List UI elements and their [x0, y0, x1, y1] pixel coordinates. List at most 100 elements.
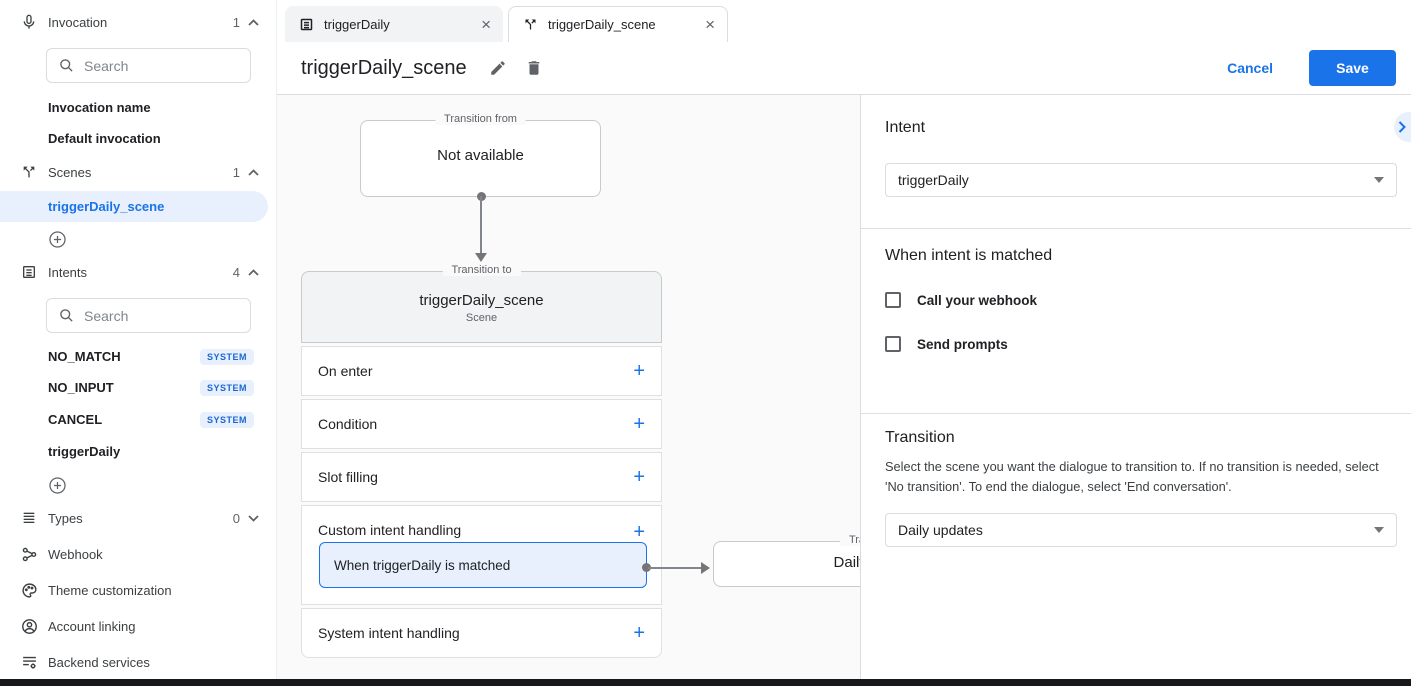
- sidebar-item-account-linking[interactable]: Account linking: [0, 608, 276, 644]
- sidebar-item-theme-customization[interactable]: Theme customization: [0, 572, 276, 608]
- intent-handler-chip-selected[interactable]: When triggerDaily is matched: [319, 542, 647, 588]
- page-header: triggerDaily_scene Cancel Save: [277, 42, 1411, 94]
- intent-select-value: triggerDaily: [898, 172, 969, 188]
- close-icon[interactable]: ×: [705, 15, 715, 34]
- connector-dot: [642, 563, 651, 572]
- chevron-up-icon[interactable]: [248, 268, 259, 276]
- sidebar-item-webhook[interactable]: Webhook: [0, 536, 276, 572]
- chevron-down-icon[interactable]: [248, 514, 259, 522]
- sidebar-section-types[interactable]: Types 0: [0, 500, 276, 536]
- scene-diagram-canvas[interactable]: Transition from Not available Transition…: [277, 95, 860, 679]
- search-placeholder: Search: [84, 57, 129, 74]
- connector-line-vertical: [480, 196, 482, 254]
- scene-card-subtitle: Scene: [465, 312, 498, 324]
- search-icon: [59, 308, 74, 323]
- delete-trash-icon[interactable]: [525, 59, 543, 77]
- add-condition-button[interactable]: +: [633, 413, 645, 435]
- intent-heading: Intent: [885, 119, 926, 136]
- sidebar-item-backend-services[interactable]: Backend services: [0, 644, 276, 680]
- row-label: Custom intent handling: [318, 522, 462, 538]
- sidebar-item-triggerdaily-intent[interactable]: triggerDaily: [0, 436, 276, 467]
- sidebar-item-triggerdaily-scene-selected[interactable]: triggerDaily_scene: [0, 191, 268, 222]
- item-label: Account linking: [48, 618, 136, 634]
- invocation-search-input[interactable]: Search: [46, 48, 251, 83]
- add-custom-intent-button[interactable]: +: [633, 521, 645, 543]
- sidebar-item-invocation-name[interactable]: Invocation name: [0, 92, 276, 123]
- section-count: 1: [232, 14, 240, 30]
- cancel-button[interactable]: Cancel: [1227, 60, 1273, 76]
- scene-row-slot-filling[interactable]: Slot filling +: [301, 452, 662, 502]
- item-label: CANCEL: [48, 412, 103, 427]
- item-label: Default invocation: [48, 131, 161, 146]
- scene-row-custom-intent-handling[interactable]: Custom intent handling + When triggerDai…: [301, 505, 662, 605]
- window-bottom-edge: [0, 679, 1411, 686]
- checkbox-unchecked-icon[interactable]: [885, 292, 901, 308]
- content-header: triggerDaily × triggerDaily_scene × trig…: [277, 0, 1411, 95]
- sidebar-item-no-input[interactable]: NO_INPUT SYSTEM: [0, 372, 276, 403]
- intents-search-input[interactable]: Search: [46, 298, 251, 333]
- item-label: triggerDaily_scene: [48, 199, 165, 214]
- palette-icon: [19, 580, 39, 600]
- chip-label: When triggerDaily is matched: [334, 557, 511, 573]
- row-label: Slot filling: [318, 469, 378, 485]
- transition-target-box: Transition to Daily updates: [713, 534, 860, 587]
- intent-editor-panel: Intent triggerDaily When intent is match…: [860, 95, 1411, 679]
- dropdown-caret-icon: [1374, 527, 1384, 533]
- connector-line-horizontal: [648, 567, 702, 569]
- sidebar-item-no-match[interactable]: NO_MATCH SYSTEM: [0, 341, 276, 372]
- section-label: Invocation: [48, 14, 108, 30]
- add-on-enter-button[interactable]: +: [633, 360, 645, 382]
- search-icon: [59, 58, 74, 73]
- webhook-icon: [19, 544, 39, 564]
- when-matched-heading: When intent is matched: [885, 247, 1053, 264]
- panel-divider: [861, 228, 1411, 229]
- intent-select[interactable]: triggerDaily: [885, 163, 1397, 197]
- save-button[interactable]: Save: [1309, 50, 1396, 86]
- tab-label: triggerDaily_scene: [548, 17, 656, 32]
- item-label: Webhook: [48, 546, 103, 562]
- scene-row-on-enter[interactable]: On enter +: [301, 346, 662, 396]
- section-label: Types: [48, 510, 83, 526]
- sidebar-item-default-invocation[interactable]: Default invocation: [0, 123, 276, 154]
- dropdown-caret-icon: [1374, 177, 1384, 183]
- scene-row-system-intent-handling[interactable]: System intent handling +: [301, 608, 662, 658]
- section-count: 4: [232, 264, 240, 280]
- checkbox-label: Call your webhook: [917, 292, 1038, 308]
- add-system-intent-button[interactable]: +: [633, 622, 645, 644]
- section-label: Scenes: [48, 164, 92, 180]
- scene-row-condition[interactable]: Condition +: [301, 399, 662, 449]
- item-label: NO_MATCH: [48, 349, 121, 364]
- call-webhook-checkbox-row[interactable]: Call your webhook: [885, 283, 1037, 317]
- transition-to-legend: Transition to: [839, 534, 860, 546]
- checkbox-unchecked-icon[interactable]: [885, 336, 901, 352]
- add-scene-button[interactable]: [0, 228, 276, 250]
- section-label: Intents: [48, 264, 88, 280]
- transition-select[interactable]: Daily updates: [885, 513, 1397, 547]
- sidebar-section-invocation[interactable]: Invocation 1: [0, 4, 276, 40]
- transition-from-value: Not available: [437, 147, 524, 164]
- row-label: Condition: [318, 416, 378, 432]
- sidebar-section-scenes[interactable]: Scenes 1: [0, 154, 276, 190]
- sidebar-item-cancel-intent[interactable]: CANCEL SYSTEM: [0, 404, 276, 435]
- item-label: NO_INPUT: [48, 380, 114, 395]
- account-circle-icon: [19, 616, 39, 636]
- send-prompts-checkbox-row[interactable]: Send prompts: [885, 327, 1008, 361]
- sidebar-section-intents[interactable]: Intents 4: [0, 254, 276, 290]
- edit-pencil-icon[interactable]: [489, 59, 507, 77]
- chevron-up-icon[interactable]: [248, 168, 259, 176]
- scene-card-header: Transition to triggerDaily_scene Scene: [301, 264, 662, 343]
- tab-triggerdaily-scene[interactable]: triggerDaily_scene ×: [508, 6, 728, 42]
- tab-triggerdaily[interactable]: triggerDaily ×: [285, 6, 503, 42]
- intent-list-icon: [19, 262, 39, 282]
- scene-card: Transition to triggerDaily_scene Scene O…: [301, 264, 662, 658]
- collapse-panel-button[interactable]: [1394, 112, 1411, 142]
- system-badge: SYSTEM: [199, 379, 254, 396]
- item-label: triggerDaily: [48, 444, 121, 459]
- add-slot-filling-button[interactable]: +: [633, 466, 645, 488]
- close-icon[interactable]: ×: [481, 14, 491, 34]
- chevron-up-icon[interactable]: [248, 18, 259, 26]
- transition-from-legend: Transition from: [435, 113, 526, 125]
- scene-card-title: triggerDaily_scene: [419, 292, 544, 309]
- add-intent-button[interactable]: [0, 474, 276, 496]
